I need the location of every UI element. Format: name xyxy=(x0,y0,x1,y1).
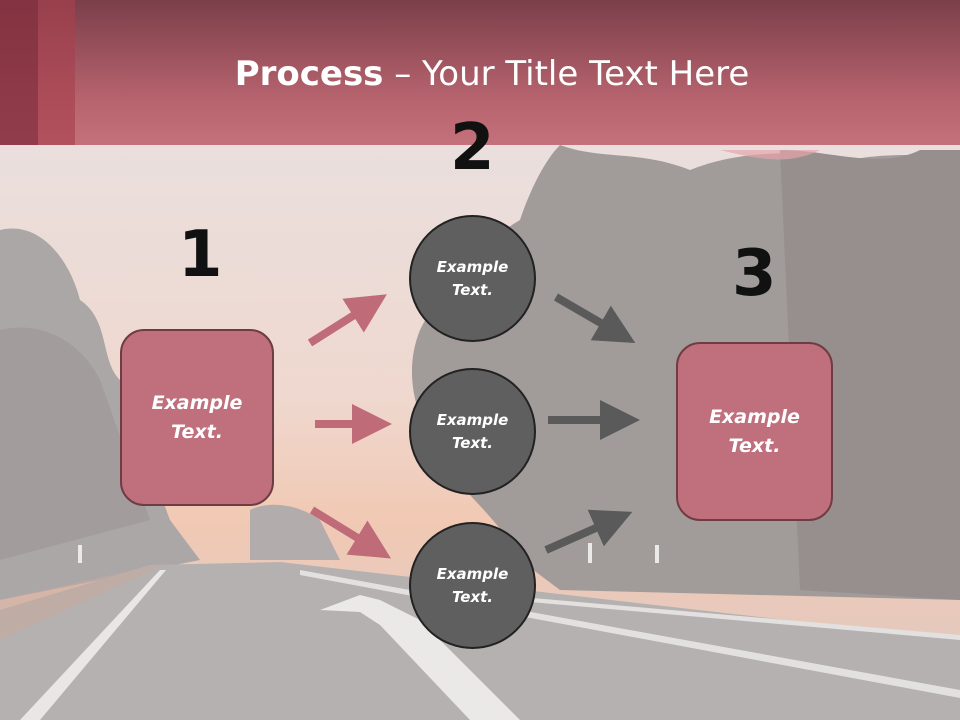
step-3-box: Example Text. xyxy=(676,342,833,521)
step-2-circle-top: Example Text. xyxy=(409,215,536,342)
slide-title: Process – Your Title Text Here xyxy=(0,54,960,94)
circle-middle-line1: Example xyxy=(436,410,509,429)
circle-middle-line2: Text. xyxy=(451,433,493,452)
step-2-circle-middle: Example Text. xyxy=(409,368,536,495)
step-1-box-line1: Example xyxy=(151,391,243,414)
circle-bottom-line2: Text. xyxy=(451,587,493,606)
step-number-1: 1 xyxy=(178,218,223,292)
arrow-1-to-bottom xyxy=(309,506,392,559)
arrow-bottom-to-3 xyxy=(544,509,633,554)
arrow-1-to-top xyxy=(307,294,387,347)
step-number-2: 2 xyxy=(450,111,495,185)
step-1-box: Example Text. xyxy=(120,329,274,506)
title-bold: Process xyxy=(234,54,384,94)
circle-top-line1: Example xyxy=(436,257,509,276)
circle-bottom-line1: Example xyxy=(436,564,509,583)
header-accent-strip-light xyxy=(38,0,75,145)
step-3-box-line1: Example xyxy=(709,405,800,428)
header-band xyxy=(0,0,960,145)
step-1-box-line2: Text. xyxy=(171,420,223,443)
arrow-top-to-3 xyxy=(553,293,636,344)
step-2-circle-bottom: Example Text. xyxy=(409,522,536,649)
title-rest: – Your Title Text Here xyxy=(383,54,750,94)
step-number-3: 3 xyxy=(732,237,777,311)
step-3-box-line2: Text. xyxy=(728,434,781,457)
header-accent-strip xyxy=(0,0,38,145)
circle-top-line2: Text. xyxy=(451,280,493,299)
